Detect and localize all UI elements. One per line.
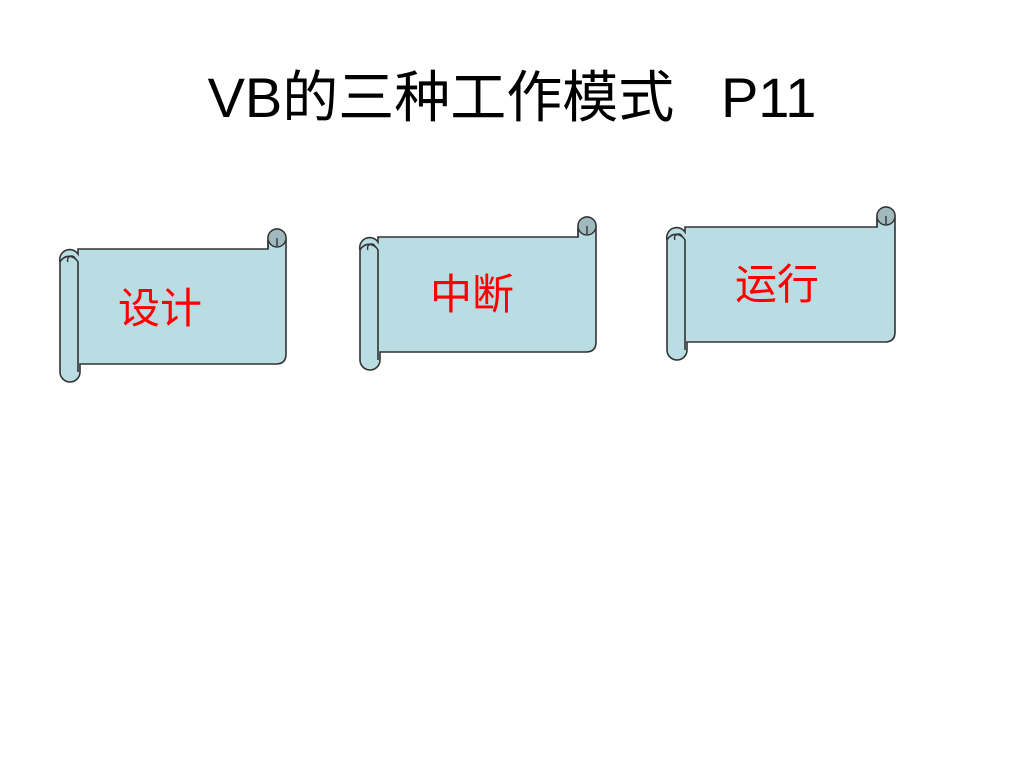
mode-label-break: 中断 [430,273,515,319]
scroll-graphic [58,228,287,383]
scroll-graphic [665,206,896,361]
mode-label-run: 运行 [735,263,820,309]
slide-title: VB的三种工作模式 P11 [207,66,817,129]
mode-label-design: 设计 [118,287,203,333]
scroll-graphic [358,216,597,371]
scroll-shape-design: 设计 [48,222,308,402]
scroll-shape-break: 中断 [348,210,608,390]
scroll-shape-run: 运行 [655,200,915,380]
